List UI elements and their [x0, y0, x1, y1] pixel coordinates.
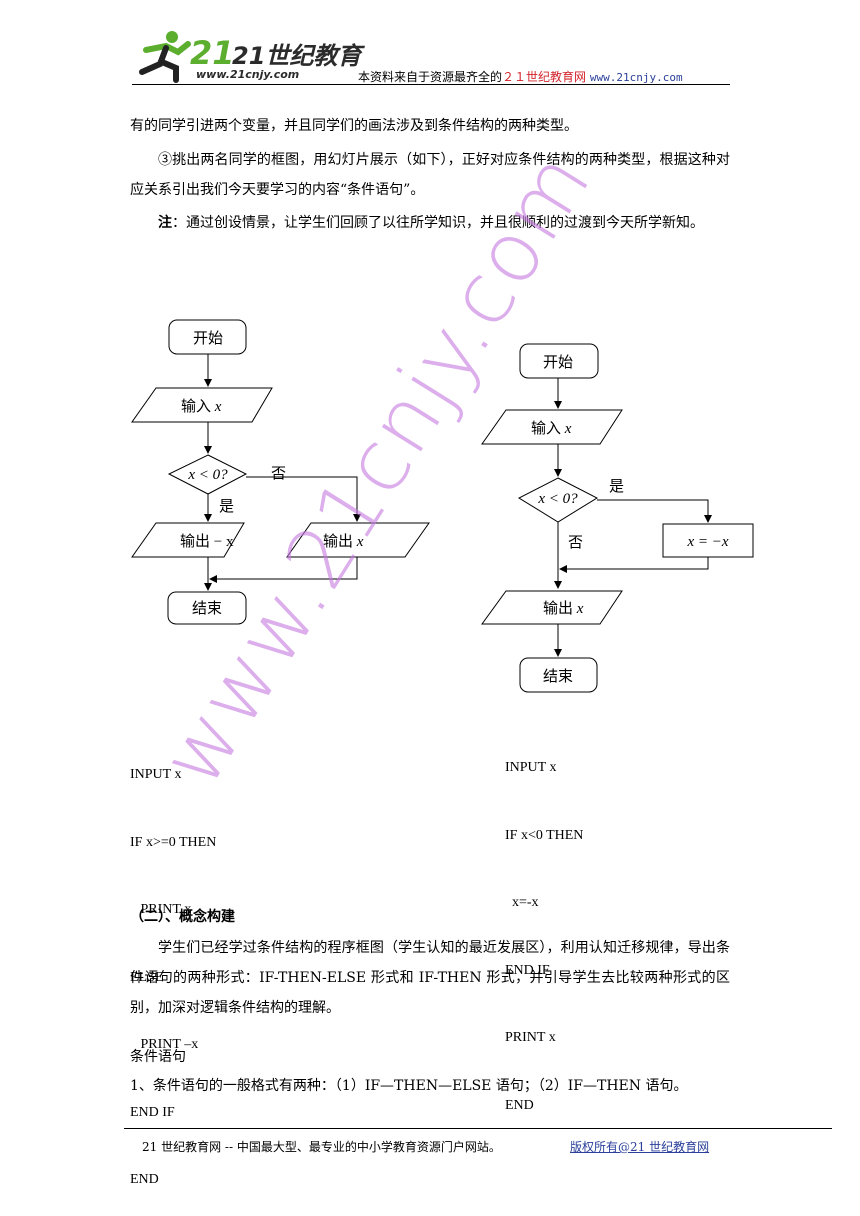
flowcharts: 开始 输入 x x < 0? 否 是 输出 − x 输出 x 结束 开始 输入 … — [131, 319, 754, 693]
right-input-box — [481, 409, 623, 445]
code-line: IF x>=0 THEN — [130, 834, 217, 850]
right-output-label: 输出 x — [543, 600, 584, 617]
note-text: ：通过创设情景，让学生们回顾了以往所学知识，并且很顺利的过渡到今天所学新知。 — [172, 215, 704, 231]
right-decision-label: x < 0? — [537, 491, 578, 507]
left-output-pos-box — [286, 522, 430, 558]
footer-text: 21 世纪教育网 -- 中国最大型、最专业的中小学教育资源门户网站。 — [142, 1140, 501, 1154]
code-line: IF x<0 THEN — [505, 827, 584, 843]
code-block-left: INPUT x IF x>=0 THEN PRINT x ELSE PRINT … — [130, 719, 216, 1214]
left-end-label: 结束 — [192, 600, 222, 617]
code-line: ELSE — [130, 969, 164, 985]
left-yes-label: 是 — [219, 499, 234, 515]
code-line: x=-x — [505, 895, 539, 910]
right-end-label: 结束 — [543, 668, 573, 685]
svg-text:www.21cnjy.com: www.21cnjy.com — [196, 68, 299, 81]
section-title: （二）、概念构建 — [130, 909, 235, 925]
footer-copyright-link[interactable]: 版权所有@21 世纪教育网 — [570, 1140, 710, 1154]
header-note-brand[interactable]: ２１世纪教育网 — [502, 70, 587, 84]
right-no-label: 否 — [568, 535, 583, 551]
code-line: END IF — [130, 1104, 175, 1120]
right-start-box — [519, 343, 599, 379]
left-output-pos-label: 输出 x — [323, 533, 364, 550]
svg-text:21世纪教育: 21世纪教育 — [232, 42, 365, 70]
header-note-prefix: 本资料来自于资源最齐全的 — [358, 70, 503, 84]
paragraph-1: 有的同学引进两个变量，并且同学们的画法涉及到条件结构的两种类型。 — [130, 118, 578, 134]
code-line: END IF — [505, 962, 550, 978]
left-input-box — [131, 387, 273, 423]
paragraph-2: ③挑出两名同学的框图，用幻灯片展示（如下），正好对应条件结构的两种类型，根据这种… — [130, 152, 730, 198]
right-start-label: 开始 — [543, 354, 573, 371]
note-paragraph: 注：通过创设情景，让学生们回顾了以往所学知识，并且很顺利的过渡到今天所学新知。 — [130, 208, 730, 238]
right-assign-label: x = −x — [686, 534, 728, 550]
right-output-box — [481, 590, 623, 625]
condition-heading: 条件语句 — [130, 1049, 186, 1065]
header-divider — [132, 84, 730, 85]
right-yes-label: 是 — [609, 479, 624, 495]
left-end-box — [167, 591, 247, 625]
header-source-note: 本资料来自于资源最齐全的２１世纪教育网 www.21cnjy.com — [358, 68, 683, 85]
left-output-neg-label: 输出 − x — [180, 533, 234, 550]
left-input-label: 输入 x — [181, 398, 222, 415]
code-line: END — [505, 1097, 534, 1113]
left-decision-label: x < 0? — [187, 467, 228, 483]
header-note-url[interactable]: www.21cnjy.com — [589, 71, 683, 84]
left-start-label: 开始 — [193, 330, 223, 347]
svg-text:21: 21 — [190, 34, 235, 72]
code-line: INPUT x — [505, 760, 557, 775]
code-line: PRINT x — [130, 902, 192, 917]
code-line: PRINT –x — [130, 1037, 199, 1052]
footer-divider — [124, 1128, 832, 1129]
code-line: INPUT x — [130, 767, 182, 782]
right-end-box — [519, 657, 598, 693]
condition-item-1: 1、条件语句的一般格式有两种：（1）IF—THEN—ELSE 语句；（2）IF—… — [130, 1078, 688, 1094]
site-logo: 21 21世纪教育 www.21cnjy.com — [139, 31, 365, 83]
note-label: 注 — [158, 215, 172, 231]
code-line: END — [130, 1172, 159, 1187]
section-paragraph: 学生们已经学过条件结构的程序框图（学生认知的最近发展区），利用认知迁移规律，导出… — [130, 940, 730, 1016]
code-line: PRINT x — [505, 1030, 556, 1045]
runner-icon — [139, 31, 191, 83]
left-output-neg-box — [131, 522, 245, 558]
right-input-label: 输入 x — [531, 420, 572, 437]
code-block-right: INPUT x IF x<0 THEN x=-x END IF PRINT x … — [505, 712, 583, 1140]
left-no-label: 否 — [271, 466, 286, 482]
